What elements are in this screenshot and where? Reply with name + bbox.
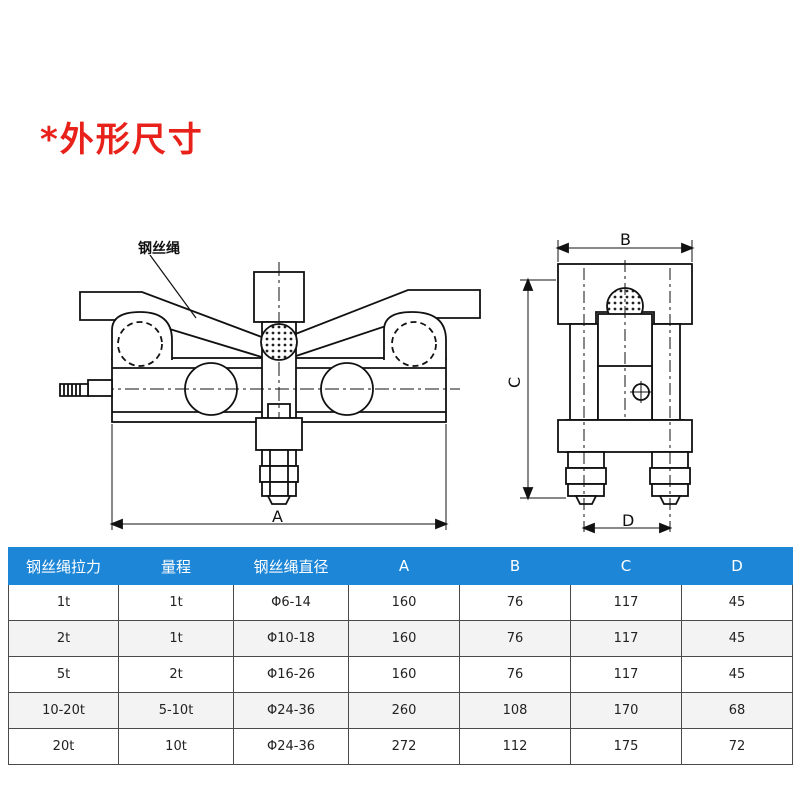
table-cell: 160 [348,620,460,657]
table-cell: 117 [570,656,682,693]
cable-connector [87,379,113,397]
wire-rope-callout: 钢丝绳 [138,240,180,257]
dim-label-a: A [272,507,283,526]
table-cell: 20t [8,728,119,765]
table-row: 5t 2t Φ16-26 160 76 117 45 [8,656,793,693]
table-cell: 45 [681,620,793,657]
section-title: *外形尺寸 [40,120,204,160]
bottom-nut-block [255,417,303,451]
table-cell: 10-20t [8,692,119,729]
side-view [520,240,695,534]
front-view [59,254,481,530]
header-d: D [681,547,793,585]
table-cell: 76 [459,584,571,621]
table-cell: 76 [459,656,571,693]
table-cell: 5t [8,656,119,693]
table-cell: 76 [459,620,571,657]
table-cell: 2t [118,656,234,693]
table-cell: Φ16-26 [233,656,349,693]
table-cell: 2t [8,620,119,657]
rope-section [260,323,298,361]
dim-label-d: D [622,511,634,530]
table-row: 10-20t 5-10t Φ24-36 260 108 170 68 [8,692,793,729]
header-a: A [348,547,460,585]
table-cell: 272 [348,728,460,765]
table-cell: 45 [681,584,793,621]
header-range: 量程 [118,547,234,585]
dim-label-c: C [505,377,524,388]
header-c: C [570,547,682,585]
table-cell: Φ24-36 [233,692,349,729]
left-roller [111,311,173,360]
table-cell: 117 [570,620,682,657]
table-cell: Φ6-14 [233,584,349,621]
header-rope-tension: 钢丝绳拉力 [8,547,119,585]
table-cell: 260 [348,692,460,729]
table-cell: 170 [570,692,682,729]
table-header-row: 钢丝绳拉力 量程 钢丝绳直径 A B C D [8,547,793,585]
table-cell: 108 [459,692,571,729]
header-rope-diameter: 钢丝绳直径 [233,547,349,585]
table-cell: 45 [681,656,793,693]
table-cell: 1t [8,584,119,621]
table-cell: 117 [570,584,682,621]
table-cell: 175 [570,728,682,765]
technical-drawing: 钢丝绳 A [59,230,695,534]
table-row: 1t 1t Φ6-14 160 76 117 45 [8,584,793,621]
table-cell: Φ10-18 [233,620,349,657]
table-row: 2t 1t Φ10-18 160 76 117 45 [8,620,793,657]
table-cell: 160 [348,584,460,621]
dim-label-b: B [620,230,631,249]
right-roller [383,311,447,360]
header-b: B [459,547,571,585]
table-cell: 1t [118,584,234,621]
table-cell: 5-10t [118,692,234,729]
table-cell: 1t [118,620,234,657]
table-cell: 10t [118,728,234,765]
table-cell: 112 [459,728,571,765]
table-cell: 72 [681,728,793,765]
table-cell: 160 [348,656,460,693]
table-cell: 68 [681,692,793,729]
table-row: 20t 10t Φ24-36 272 112 175 72 [8,728,793,765]
spec-table: 钢丝绳拉力 量程 钢丝绳直径 A B C D 1t 1t Φ6-14 160 7… [8,547,793,765]
table-cell: Φ24-36 [233,728,349,765]
